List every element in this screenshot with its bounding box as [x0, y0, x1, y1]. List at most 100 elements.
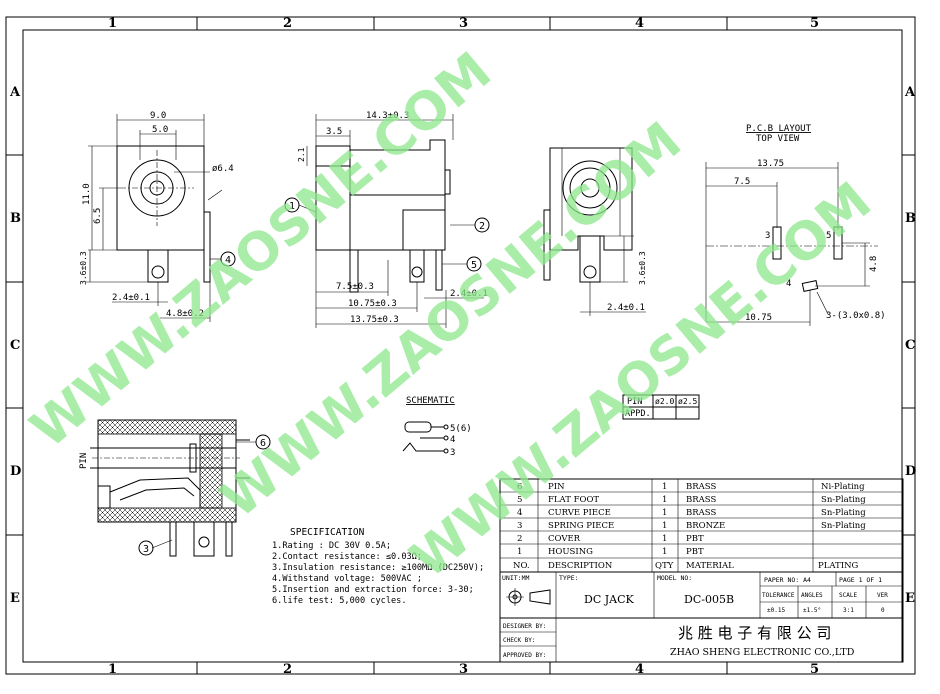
col-label: 1: [108, 16, 117, 31]
pcb-pad-label: 3: [765, 231, 770, 241]
balloon-3-label: 3: [143, 544, 149, 555]
row-label: D: [10, 464, 21, 479]
bom-cell: 1: [662, 495, 667, 505]
dim-width: 9.0: [150, 111, 166, 121]
bom-cell: Sn-Plating: [821, 508, 866, 518]
spec-line: 6.life test: 5,000 cycles.: [272, 596, 407, 606]
pcb-dim-4-8: 4.8: [869, 256, 879, 272]
col-label: 4: [635, 662, 644, 677]
bom-cell: HOUSING: [548, 547, 593, 557]
dim-pin-offset: 2.4±0.1: [450, 289, 488, 299]
bom-cell: PIN: [548, 482, 565, 492]
tb-designer: DESIGNER BY:: [503, 623, 546, 630]
schematic-pin: 5(6): [450, 424, 472, 434]
column-zone-ticks: [196, 17, 728, 674]
spec-line: 2.Contact resistance: ≤0.03Ω;: [272, 552, 422, 562]
tb-paper: PAPER NO: A4: [764, 576, 811, 584]
balloon-6: [255, 434, 271, 450]
col-label: 3: [459, 16, 468, 31]
tb-ver-h: VER: [877, 592, 888, 599]
bom-header: QTY: [655, 561, 674, 571]
col-label: 4: [635, 16, 644, 31]
bom-cell: BRASS: [686, 482, 716, 492]
row-label: E: [905, 591, 915, 606]
bom-cell: 1: [662, 521, 667, 531]
spec-line: 1.Rating : DC 30V 0.5A;: [272, 541, 391, 551]
bom-cell: 1: [662, 482, 667, 492]
row-label: B: [905, 211, 916, 226]
dim-top: 3.5: [326, 127, 342, 137]
pcb-dim-7-5: 7.5: [734, 177, 750, 187]
bom-cell: PBT: [686, 547, 704, 557]
dim-rear-pin-offset: 2.4±0.1: [607, 303, 645, 313]
watermark: WWW.ZAOSNE.COM: [210, 111, 693, 530]
bom-cell: 1: [662, 508, 667, 518]
pcb-pad-label: 5: [826, 231, 831, 241]
row-label: C: [10, 338, 20, 353]
tb-page: PAGE 1 OF 1: [839, 576, 882, 584]
row-label: D: [905, 464, 916, 479]
pcb-subtitle: TOP VIEW: [756, 134, 800, 144]
bom-cell: COVER: [548, 534, 581, 544]
cutaway-pin-label: PIN: [79, 453, 89, 469]
tb-model: DC-005B: [684, 593, 734, 606]
balloon-2-label: 2: [479, 221, 485, 232]
balloon-5-label: 5: [471, 260, 477, 271]
pin-table: [622, 394, 700, 420]
pin-table-header: ø2.0: [655, 397, 674, 406]
dim-inner-width: 5.0: [152, 125, 168, 135]
pcb-dim-10-75: 10.75: [745, 313, 772, 323]
spec-title: SPECIFICATION: [290, 527, 365, 538]
dim-mid: 6.5: [93, 208, 103, 224]
bom-cell: Ni-Plating: [821, 482, 865, 492]
tb-company-cn: 兆 胜 电 子 有 限 公 司: [678, 624, 831, 642]
row-label: A: [904, 85, 916, 100]
inner-frame: [22, 29, 903, 663]
balloon-6-label: 6: [260, 438, 266, 449]
tb-scale: 3:1: [843, 607, 854, 614]
pcb-pad-label: 4: [786, 279, 791, 289]
outer-frame: [5, 16, 916, 675]
spec-line: 5.Insertion and extraction force: 3-30;: [272, 585, 474, 595]
bom-cell: 3: [517, 521, 522, 531]
dim-10-75: 10.75±0.3: [348, 299, 397, 309]
bom-cell: Sn-Plating: [821, 495, 866, 505]
dim-length: 14.3±0.3: [366, 111, 409, 121]
pcb-layout: [705, 162, 878, 326]
pcb-slot: 3-(3.0x0.8): [826, 311, 886, 321]
row-label: C: [905, 338, 915, 353]
dim-small: 2.1: [297, 147, 306, 162]
col-label: 3: [459, 662, 468, 677]
row-label: E: [10, 591, 20, 606]
schematic-symbol: [402, 421, 449, 454]
bom-cell: 6: [517, 482, 522, 492]
tb-scale-h: SCALE: [839, 592, 857, 599]
rear-view: [543, 147, 646, 316]
schematic-title: SCHEMATIC: [406, 396, 455, 406]
dim-pin-width: 4.8±0.2: [166, 309, 204, 319]
pcb-title: P.C.B LAYOUT: [746, 124, 812, 134]
dim-7-5: 7.5±0.3: [336, 282, 374, 292]
bom-cell: 1: [662, 547, 667, 557]
tb-type-label: TYPE:: [559, 574, 579, 582]
pin-table-header: ø2.5: [678, 397, 697, 406]
spec-line: 3.Insulation resistance: ≥100MΩ (DC250V)…: [272, 563, 484, 573]
tb-ver: 0: [881, 607, 885, 614]
tb-tolerance-h: TOLERANCE: [762, 592, 795, 599]
col-label: 1: [108, 662, 117, 677]
bom-header: DESCRIPTION: [548, 561, 613, 571]
title-block: [499, 571, 904, 663]
tb-type: DC JACK: [584, 593, 635, 606]
balloon-3: [138, 540, 154, 556]
bom-cell: Sn-Plating: [821, 521, 866, 531]
bom-cell: 4: [517, 508, 522, 518]
dim-height: 11.0: [82, 183, 92, 205]
bom-cell: FLAT FOOT: [548, 495, 599, 505]
tb-angles: ±1.5°: [803, 607, 821, 614]
bom-cell: 2: [517, 534, 522, 544]
dim-pin-height: 3.6±0.3: [79, 251, 88, 285]
tb-check: CHECK BY:: [503, 637, 536, 644]
row-zone-ticks: [6, 154, 915, 536]
bom-cell: BRONZE: [686, 521, 725, 531]
front-view: [86, 114, 223, 322]
